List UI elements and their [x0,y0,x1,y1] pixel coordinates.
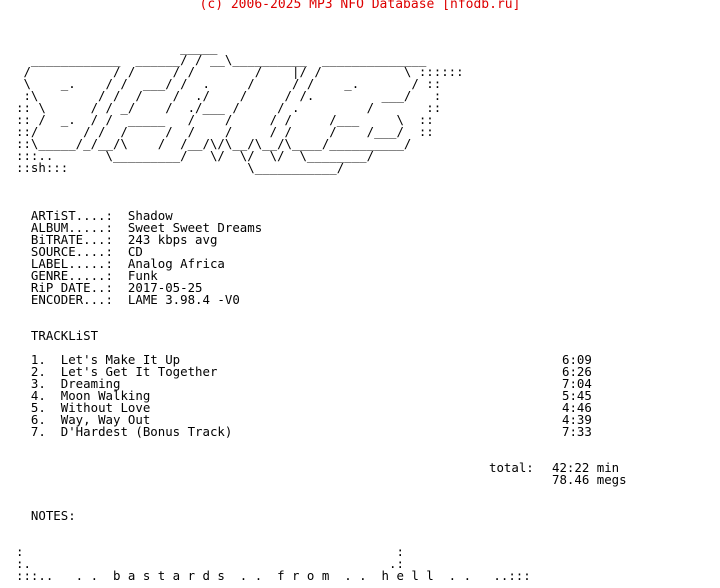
logo-line: ::/ / / / / / / / / / /___/ :: [16,124,434,139]
info-value: Funk [127,268,158,283]
info-value: Sweet Sweet Dreams [127,220,263,235]
track-number: 7. [30,424,46,439]
info-key: RiP DATE..: [30,280,113,295]
logo-line: ::\_____/_/__/\ / /__/\/\__/\__/\____/__… [16,136,412,151]
track-number: 6. [30,412,46,427]
blank-line [16,498,531,510]
info-value: 2017-05-25 [127,280,203,295]
blank-line [16,450,531,462]
track-row: 1. Let's Make It Up 6:09 [16,352,592,367]
info-key: ARTiST....: [30,208,113,223]
total-time: 42:22 min [552,460,620,475]
nfo-body: _____ ____________ ______/ / __\________… [16,18,627,583]
info-row: RiP DATE..: 2017-05-25 [16,280,531,295]
track-time: 5:45 [562,388,592,403]
track-row: 7. D'Hardest (Bonus Track) 7:33 [16,424,592,439]
total-row: total: 42:22 min [16,460,619,475]
logo-line: :::.. \_________/ \/ \/ \/ \________/ [16,148,375,163]
info-row: LABEL.....: Analog Africa [16,256,531,271]
logo-line: ::sh::: \___________/ [16,160,345,175]
track-title: Let's Get It Together [60,364,218,379]
track-number: 4. [30,388,46,403]
logo-line: :: \ / / _/ / ./___ / / . / :: [16,100,442,115]
info-row: BiTRATE...: 243 kbps avg [16,232,531,247]
info-row: ALBUM.....: Sweet Sweet Dreams [16,220,531,235]
total-size: 78.46 megs [552,472,627,487]
track-number: 5. [30,400,46,415]
footer-line: :. .: [16,556,404,571]
site-header: (c) 2006-2025 MP3 NFO Database [nfodb.ru… [199,0,521,12]
info-key: GENRE.....: [30,268,113,283]
blank-line [16,186,531,198]
total-label: total: [489,460,534,475]
notes-title-text: NOTES: [30,508,76,523]
track-row: 3. Dreaming 7:04 [16,376,592,391]
logo-line: :\ / / / / ./ / / /. ___/ : [16,88,442,103]
tracklist-title: TRACKLiST [16,328,531,343]
logo-line: / / / / / / |/ / \ :::::: [16,64,464,79]
info-value: Analog Africa [127,256,225,271]
info-key: SOURCE....: [30,244,113,259]
blank-line [16,306,531,318]
track-row: 6. Way, Way Out 4:39 [16,412,592,427]
track-time: 6:26 [562,364,592,379]
notes-title: NOTES: [16,508,531,523]
info-key: LABEL.....: [30,256,113,271]
blank-line [16,522,531,534]
track-title: Let's Make It Up [60,352,181,367]
track-time: 4:46 [562,400,592,415]
track-title: Dreaming [60,376,121,391]
track-title: Way, Way Out [60,412,151,427]
info-key: ENCODER...: [30,292,113,307]
logo-line: ____________ ______/ / __\__________ ___… [16,52,427,67]
track-time: 4:39 [562,412,592,427]
footer-line: : : [16,544,404,559]
info-key: ALBUM.....: [30,220,113,235]
track-number: 2. [30,364,46,379]
footer-line: :::.. . . b a s t a r d s . . f r o m . … [16,568,531,583]
track-number: 1. [30,352,46,367]
blank-line [16,486,531,498]
logo-line: _____ [16,40,218,55]
track-row: 4. Moon Walking 5:45 [16,388,592,403]
track-title: D'Hardest (Bonus Track) [60,424,233,439]
info-value: Shadow [127,208,173,223]
track-time: 7:04 [562,376,592,391]
info-row: GENRE.....: Funk [16,268,531,283]
track-row: 5. Without Love 4:46 [16,400,592,415]
info-row: ARTiST....: Shadow [16,208,531,223]
track-number: 3. [30,376,46,391]
info-key: BiTRATE...: [30,232,113,247]
info-value: CD [127,244,143,259]
info-row: SOURCE....: CD [16,244,531,259]
total-size-row: 78.46 megs [16,473,627,486]
tracklist-title-text: TRACKLiST [30,328,99,343]
info-value: 243 kbps avg [127,232,218,247]
blank-line [16,438,531,450]
track-title: Without Love [60,400,151,415]
info-row: ENCODER...: LAME 3.98.4 -V0 [16,292,531,307]
track-time: 7:33 [562,424,592,439]
info-value: LAME 3.98.4 -V0 [127,292,240,307]
track-time: 6:09 [562,352,592,367]
ascii-logo: _____ ____________ ______/ / __\________… [16,40,531,175]
logo-line: :: / _. / / _____ / / / / /___ \ :: [16,112,434,127]
logo-line: \ _. / / ___/ / . / / / _. / :: [16,76,442,91]
track-title: Moon Walking [60,388,151,403]
track-row: 2. Let's Get It Together 6:26 [16,364,592,379]
